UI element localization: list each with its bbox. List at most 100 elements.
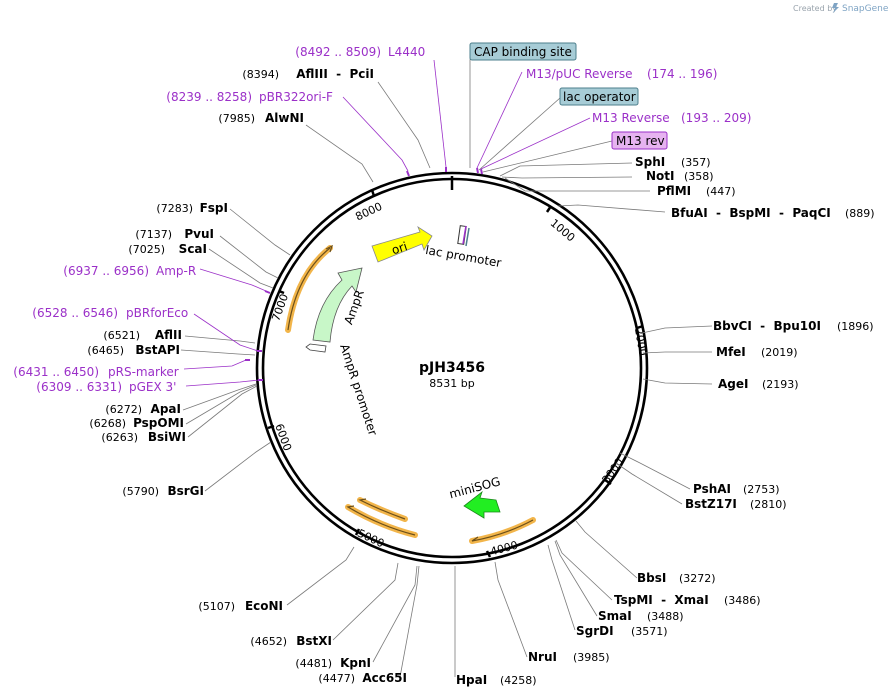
primer-label[interactable]: pRS-marker	[108, 365, 179, 379]
cap-box[interactable]	[469, 42, 577, 61]
created-by-text: Created by	[793, 4, 837, 13]
lac-promoter-label: lac promoter	[424, 243, 502, 270]
site-label[interactable]: BstAPI	[135, 343, 180, 357]
site-label[interactable]: AflII	[155, 328, 182, 342]
primer-leader-lines	[183, 59, 591, 387]
site-pos: (5790)	[122, 485, 159, 498]
site-label[interactable]: SmaI	[598, 609, 632, 623]
ampr-promoter-feature[interactable]	[305, 343, 327, 353]
site-pos: (358)	[684, 170, 714, 183]
ampr-promoter-label: AmpR promoter	[337, 342, 380, 437]
primer-label[interactable]: pBR322ori-F	[259, 90, 333, 104]
tick-2000	[636, 324, 644, 330]
site-label[interactable]: NruI	[528, 650, 557, 664]
site-pos: (6465)	[87, 344, 124, 357]
site-label[interactable]: ApaI	[151, 402, 181, 416]
site-label[interactable]: KpnI	[340, 656, 371, 670]
tick-label-5000: 5000	[355, 527, 386, 551]
site-label[interactable]: AgeI	[718, 377, 748, 391]
site-pos: (3985)	[573, 651, 610, 664]
primer-mark-m13rev	[480, 168, 483, 175]
site-label[interactable]: MfeI	[716, 345, 746, 359]
site-label[interactable]: SgrDI	[576, 624, 614, 638]
primer-labels: (8492 .. 8509) L4440 M13/pUC Reverse (17…	[13, 45, 751, 394]
site-label[interactable]: TspMI - XmaI	[614, 593, 709, 607]
primer-range: (174 .. 196)	[647, 67, 717, 81]
site-pos: (2019)	[761, 346, 798, 359]
site-pos: (5107)	[198, 600, 235, 613]
site-label[interactable]: ScaI	[179, 242, 207, 256]
sites-left: (8394) AflIII - PciI (7985) AlwNI (7283)…	[87, 67, 407, 685]
site-label[interactable]: NotI	[646, 169, 675, 183]
site-pos: (889)	[845, 207, 875, 220]
site-label[interactable]: Acc65I	[362, 671, 407, 685]
site-label[interactable]: BstZ17I	[685, 497, 737, 511]
orange-feature-lower-3[interactable]	[469, 517, 536, 544]
site-label[interactable]: BsiWI	[148, 430, 186, 444]
site-pos: (3571)	[631, 625, 668, 638]
primer-label[interactable]: pGEX 3'	[129, 380, 176, 394]
site-label[interactable]: BsrGI	[167, 484, 204, 498]
lac-operator-label: lac operator	[563, 90, 636, 104]
site-label[interactable]: BbsI	[637, 571, 666, 585]
primer-label[interactable]: Amp-R	[156, 264, 196, 278]
site-pos: (7985)	[218, 112, 255, 125]
lac-operator-box[interactable]	[559, 87, 639, 106]
site-pos: (1896)	[837, 320, 874, 333]
snapgene-brand: SnapGene	[842, 4, 889, 14]
site-label[interactable]: HpaI	[456, 673, 487, 687]
ampr-feature[interactable]	[312, 267, 363, 343]
tick-3000	[604, 478, 612, 486]
site-label[interactable]: PshAI	[693, 482, 731, 496]
primer-label[interactable]: L4440	[388, 45, 425, 59]
primer-mark-m13puc	[476, 167, 479, 174]
site-label[interactable]: PspOMI	[133, 416, 184, 430]
site-label[interactable]: BstXI	[296, 634, 332, 648]
primer-range: (193 .. 209)	[681, 111, 751, 125]
m13-rev-label: M13 rev	[616, 134, 665, 148]
site-pos: (2810)	[750, 498, 787, 511]
site-label[interactable]: SphI	[635, 155, 665, 169]
m13-rev-box[interactable]	[611, 131, 668, 150]
site-pos: (4477)	[318, 672, 355, 685]
tick-4000	[485, 550, 492, 558]
site-label[interactable]: BfuAI - BspMI - PaqCI	[671, 206, 831, 220]
box-labels: CAP binding site lac operator M13 rev	[469, 42, 668, 150]
primer-label[interactable]: M13 Reverse	[592, 111, 670, 125]
ori-feature[interactable]	[371, 225, 433, 263]
minisog-feature[interactable]	[463, 490, 501, 519]
site-pos: (3486)	[724, 594, 761, 607]
site-label[interactable]: BbvCI - Bpu10I	[713, 319, 821, 333]
site-label[interactable]: PflMI	[657, 184, 691, 198]
tick-8000	[370, 189, 376, 197]
primer-range: (6937 .. 6956)	[63, 264, 149, 278]
site-pos: (3488)	[647, 610, 684, 623]
site-pos: (7137)	[135, 228, 172, 241]
ori-label: ori	[390, 239, 409, 257]
site-label[interactable]: FspI	[200, 201, 228, 215]
lac-promoter-mark[interactable]	[457, 225, 470, 247]
plasmid-length: 8531 bp	[429, 377, 474, 390]
site-pos: (6263)	[101, 431, 138, 444]
site-pos: (7025)	[128, 243, 165, 256]
tick-7000	[278, 289, 285, 295]
site-label[interactable]: AlwNI	[265, 111, 304, 125]
site-pos: (447)	[706, 185, 736, 198]
site-label[interactable]: PvuI	[184, 227, 214, 241]
plasmid-name: pJH3456	[419, 360, 485, 376]
primer-range: (8239 .. 8258)	[166, 90, 252, 104]
site-pos: (6521)	[103, 329, 140, 342]
site-pos: (2193)	[762, 378, 799, 391]
site-pos: (4652)	[250, 635, 287, 648]
primer-label[interactable]: M13/pUC Reverse	[526, 67, 633, 81]
primer-mark-pbr322	[406, 170, 410, 177]
site-pos: (6272)	[105, 403, 142, 416]
site-label[interactable]: EcoNI	[245, 599, 283, 613]
primer-range: (6431 .. 6450)	[13, 365, 99, 379]
primer-label[interactable]: pBRforEco	[126, 306, 188, 320]
site-pos: (7283)	[156, 202, 193, 215]
site-label[interactable]: AflIII - PciI	[296, 67, 374, 81]
site-pos: (8394)	[242, 68, 279, 81]
primer-range: (8492 .. 8509)	[295, 45, 381, 59]
